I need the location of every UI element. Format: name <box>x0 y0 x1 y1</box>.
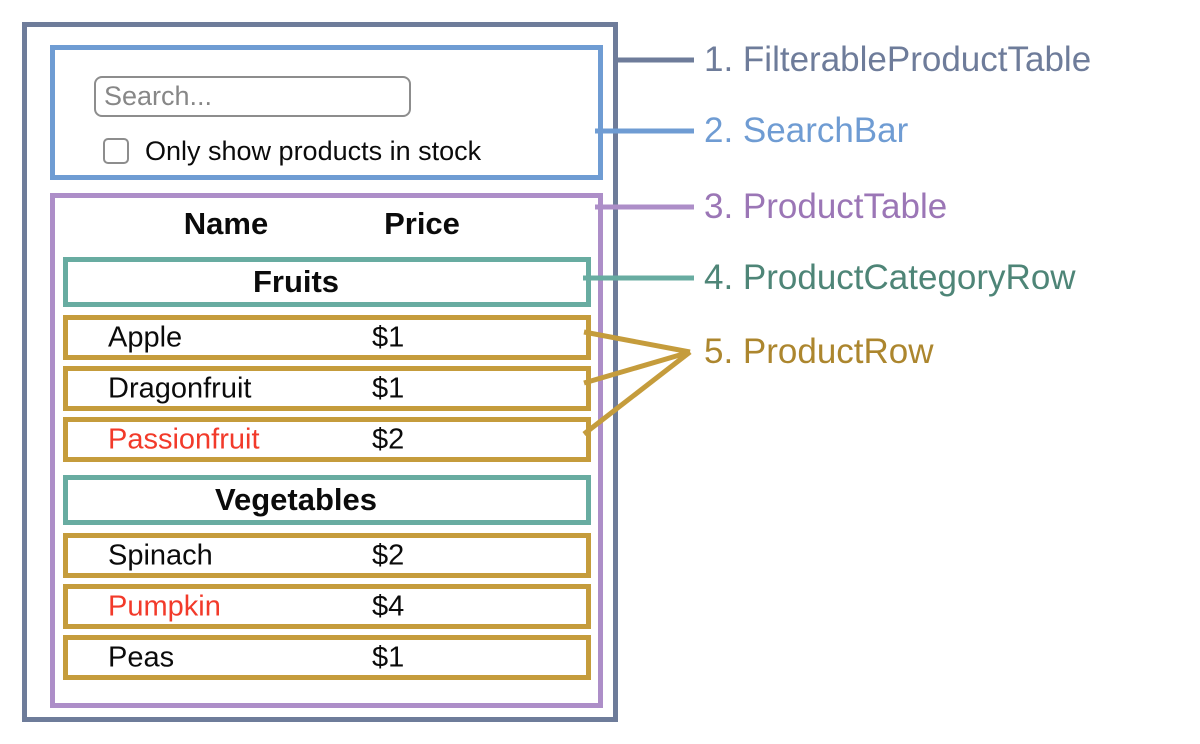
product-row: Pumpkin $4 <box>63 584 591 629</box>
column-header-price: Price <box>384 204 460 244</box>
in-stock-checkbox-label: Only show products in stock <box>145 136 481 166</box>
product-row: Apple $1 <box>63 315 591 360</box>
legend-item-5: 5. ProductRow <box>704 331 934 373</box>
category-label: Vegetables <box>215 482 377 518</box>
product-price-cell: $1 <box>372 321 404 354</box>
legend-item-3: 3. ProductTable <box>704 186 947 228</box>
product-price-cell: $1 <box>372 641 404 674</box>
in-stock-checkbox[interactable] <box>103 138 129 164</box>
product-category-row: Vegetables <box>63 475 591 525</box>
product-price-cell: $4 <box>372 590 404 623</box>
product-price-cell: $2 <box>372 539 404 572</box>
product-name-cell: Spinach <box>108 539 213 572</box>
product-row: Dragonfruit $1 <box>63 366 591 411</box>
legend-item-2: 2. SearchBar <box>704 110 908 152</box>
legend-item-4: 4. ProductCategoryRow <box>704 257 1076 299</box>
filterable-product-table-box: Only show products in stock Name Price F… <box>22 22 618 722</box>
legend-item-1: 1. FilterableProductTable <box>704 39 1091 81</box>
product-name-cell: Pumpkin <box>108 590 221 623</box>
product-name-cell: Dragonfruit <box>108 372 251 405</box>
product-price-cell: $2 <box>372 423 404 456</box>
category-label: Fruits <box>253 264 339 300</box>
product-table-box: Name Price FruitsApple$1Dragonfruit$1Pas… <box>50 193 603 708</box>
product-name-cell: Passionfruit <box>108 423 260 456</box>
product-category-row: Fruits <box>63 257 591 307</box>
column-header-name: Name <box>184 204 268 244</box>
product-row: Peas $1 <box>63 635 591 680</box>
search-input[interactable] <box>94 76 411 117</box>
product-row: Spinach $2 <box>63 533 591 578</box>
product-name-cell: Apple <box>108 321 182 354</box>
product-row: Passionfruit $2 <box>63 417 591 462</box>
product-price-cell: $1 <box>372 372 404 405</box>
search-bar-box: Only show products in stock <box>50 45 603 180</box>
product-name-cell: Peas <box>108 641 174 674</box>
